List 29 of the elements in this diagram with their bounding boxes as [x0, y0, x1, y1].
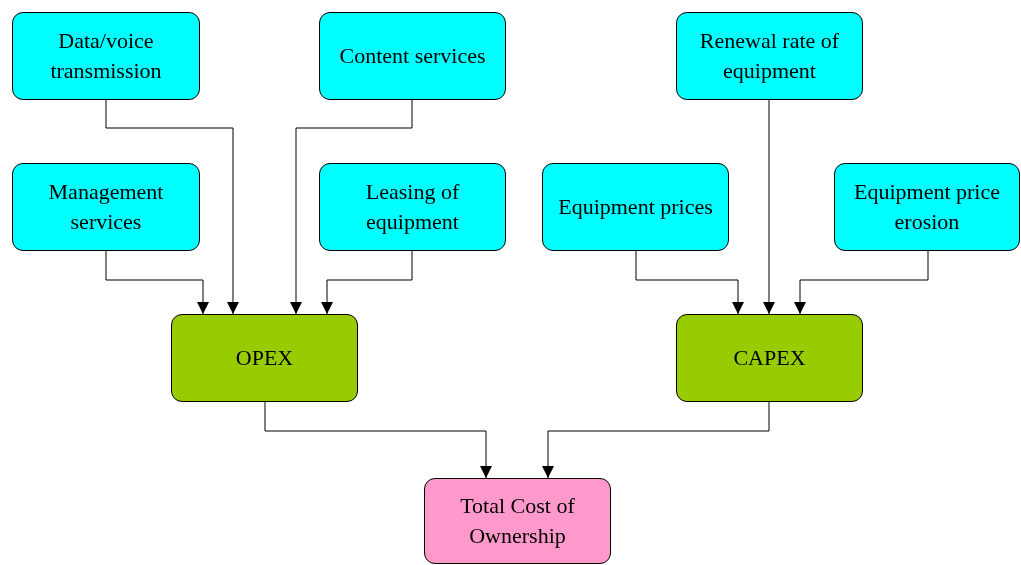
arrow [105, 99, 239, 315]
factor-box [834, 163, 1020, 251]
category-box [171, 314, 358, 402]
factor-box [319, 12, 506, 100]
arrow [763, 99, 775, 315]
node-label: Equipment prices [558, 193, 713, 221]
factor-box [319, 163, 506, 251]
arrow [321, 250, 413, 315]
node-label: CAPEX [733, 344, 806, 372]
arrow [542, 401, 770, 479]
total-box [424, 478, 611, 564]
factor-box [12, 12, 200, 100]
node-label: Leasing of equipment [364, 178, 461, 236]
arrow [105, 250, 209, 315]
category-box [676, 314, 863, 402]
node-label: Management services [47, 178, 165, 236]
arrow [264, 401, 492, 479]
node-label: Renewal rate of equipment [698, 27, 841, 85]
node-label: Equipment price erosion [853, 178, 1001, 236]
arrow [635, 250, 744, 315]
node-label: Total Cost of Ownership [459, 492, 576, 550]
factor-box [676, 12, 863, 100]
arrow [794, 250, 929, 315]
factor-box [12, 163, 200, 251]
node-label: OPEX [235, 344, 294, 372]
arrow [290, 99, 413, 315]
factor-box [542, 163, 729, 251]
node-label: Content services [339, 42, 486, 70]
node-label: Data/voice transmission [49, 27, 163, 85]
